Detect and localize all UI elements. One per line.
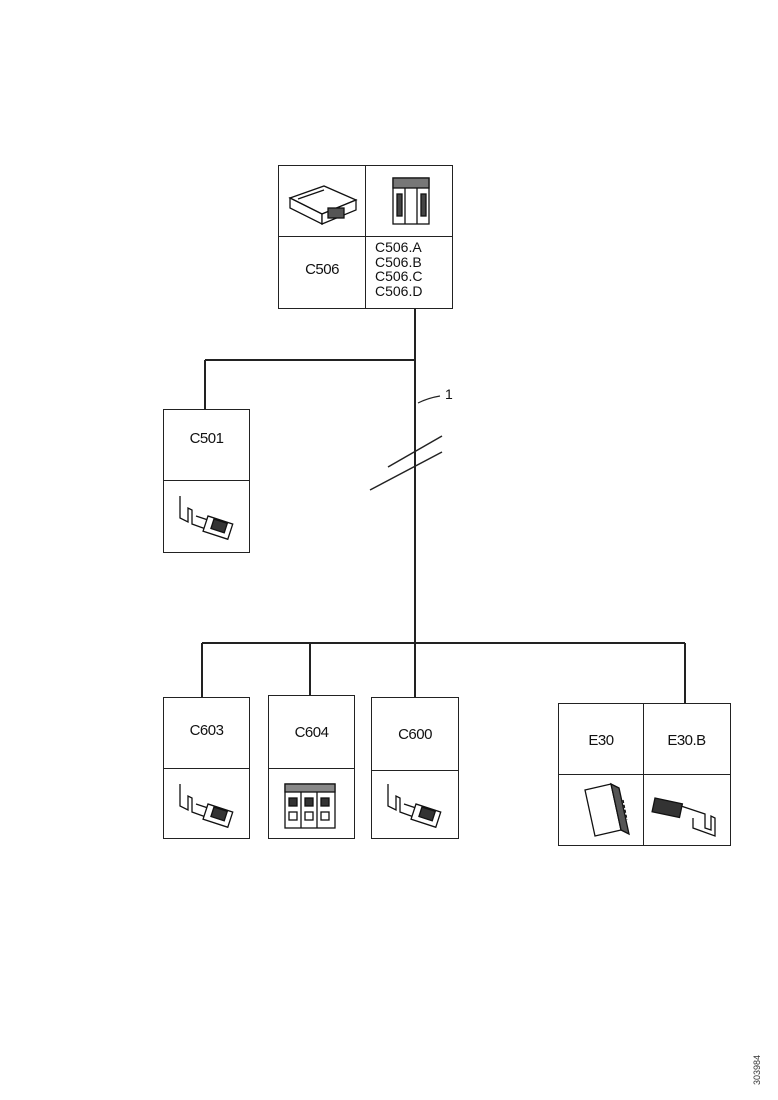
connector-label: C501 (189, 430, 224, 447)
ground-block-icon (575, 780, 635, 847)
connector-box-c604: C604 (268, 695, 355, 839)
hub-connector-label: C506 (305, 261, 339, 278)
connector-box-c501: C501 (163, 409, 250, 553)
terminal-pin-icon (174, 776, 240, 837)
hub-pin-list: C506.A C506.B C506.C C506.D (365, 240, 454, 298)
connector-label: C604 (294, 724, 329, 741)
terminal-pin-icon (382, 776, 448, 837)
control-module-icon (284, 174, 362, 237)
connector-box-c600: C600 (371, 697, 459, 839)
multi-pin-connector-icon (279, 774, 345, 839)
wire-reference-number: 1 (445, 386, 453, 402)
ground-point-box: E30 E30.B (558, 703, 731, 846)
ground-sub-label: E30.B (667, 732, 706, 749)
connector-box-c603: C603 (163, 697, 250, 839)
hub-connector-box: C506 C506.A C506.B C506.C C506.D (278, 165, 453, 309)
hub-pin-a: C506.A (375, 239, 422, 255)
multi-pin-connector-icon (377, 170, 447, 237)
connector-label: C603 (189, 722, 224, 739)
document-id: 303984 (752, 1055, 762, 1086)
hub-pin-c: C506.C (375, 268, 423, 284)
ground-label: E30 (588, 732, 614, 749)
connector-label: C600 (398, 726, 432, 743)
terminal-pin-icon (174, 488, 240, 549)
ground-terminal-icon (649, 788, 725, 847)
hub-pin-d: C506.D (375, 282, 423, 299)
hub-pin-b: C506.B (375, 253, 422, 270)
